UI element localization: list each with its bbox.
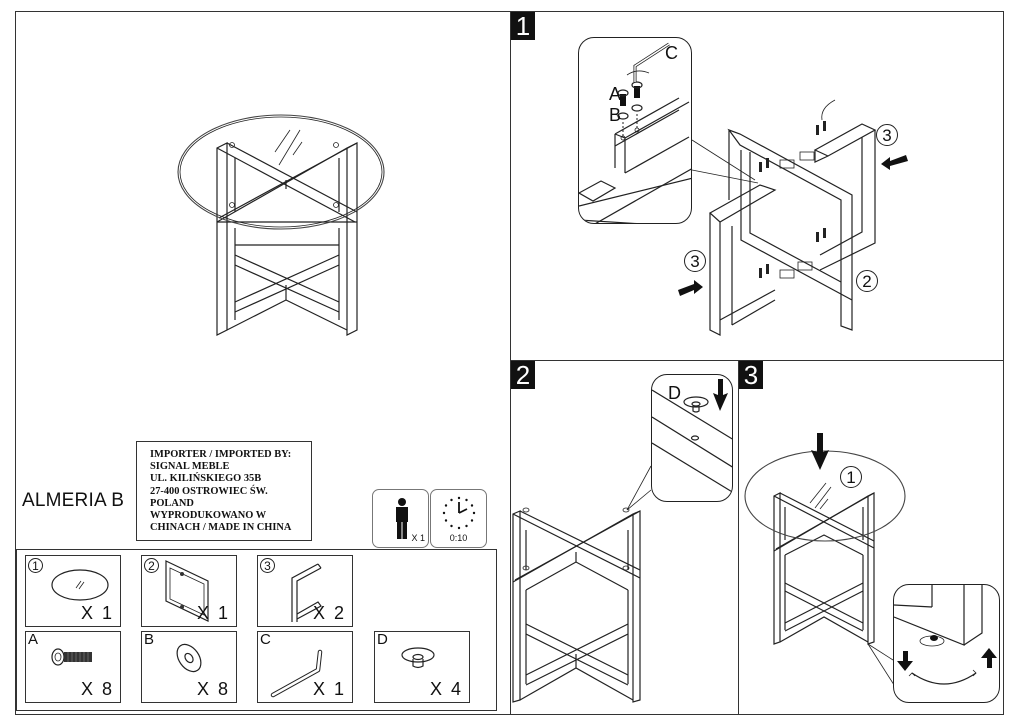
step-2-detail-inset: D [651,374,733,502]
glass-top-outline [177,114,385,230]
part-id: 1 [28,558,43,573]
product-name: ALMERIA B [22,490,125,511]
part-qty: X 1 [312,679,346,699]
part-id: C [260,631,271,648]
assembly-time: 0:10 [449,533,468,543]
part-label-2: 2 [856,270,878,292]
step-number: 1 [511,12,535,40]
overview-panel [15,11,511,715]
callout-pad: D [668,383,681,403]
part-qty: X 4 [429,679,463,699]
pad-rotation-detail-illustration [894,585,997,685]
part-item-3: 3 X 2 [257,555,353,627]
importer-line: WYPRODUKOWANO W [150,510,267,522]
table-base-illustration [216,142,358,336]
c-frame-icon [291,563,322,622]
part-item-C: C X 1 [257,631,353,703]
suction-pad-icon [401,647,435,669]
persons-count: X 1 [411,533,425,543]
washer-icon [176,643,202,673]
callout-bolt: A [609,84,622,104]
step-1-frame-assembly-illustration [678,99,908,336]
part-item-B: B X 8 [141,631,237,703]
part-qty: X 1 [80,603,114,623]
bolt-icon [51,648,92,666]
part-id: D [377,631,388,648]
persons-required-box: X 1 [372,489,429,548]
callout-key: C [665,43,678,63]
part-id: 3 [260,558,275,573]
importer-line: UL. KILIŃSKIEGO 35B [150,473,262,485]
pad-placement-detail-illustration [652,379,732,493]
part-item-A: A X 8 [25,631,121,703]
part-item-D: D X 4 [374,631,470,703]
allen-key-icon [270,649,323,698]
step-number: 2 [511,361,535,389]
part-label-3: 3 [684,250,706,272]
assembled-table-illustration [177,114,385,336]
glass-top-icon [51,569,109,601]
step-number: 3 [739,361,763,389]
part-id: B [144,631,155,648]
part-qty: X 8 [196,679,230,699]
person-icon [396,498,408,539]
part-qty: X 8 [80,679,114,699]
part-qty: X 1 [196,603,230,623]
part-id: A [28,631,39,648]
callout-washer: B [609,105,622,125]
part-item-1: 1 X 1 [25,555,121,627]
step-1-detail-inset: A B C [578,37,692,224]
part-item-2: 2 X 1 [141,555,237,627]
part-qty: X 2 [312,603,346,623]
importer-line: CHINACH / MADE IN CHINA [150,522,292,534]
step-2-frame-upside-down-illustration [512,465,652,703]
part-label-1: 1 [840,466,862,488]
glass-top-outline [744,450,906,542]
importer-line: 27-400 OSTROWIEC ŚW. [150,485,268,497]
importer-info: IMPORTER / IMPORTED BY: SIGNAL MEBLE UL.… [136,441,312,541]
frame-joint-detail-illustration [579,42,691,223]
step-3-detail-inset [893,584,1000,703]
importer-line: POLAND [150,497,194,509]
rectangular-frame-icon [165,560,209,622]
clock-icon [442,496,476,530]
part-label-3: 3 [876,124,898,146]
parts-list: 1 X 1 2 X 1 3 X 2 A [16,549,497,711]
assembly-time-box: 0:10 [430,489,487,548]
importer-line: SIGNAL MEBLE [150,461,230,473]
part-id: 2 [144,558,159,573]
importer-line: IMPORTER / IMPORTED BY: [150,449,292,460]
